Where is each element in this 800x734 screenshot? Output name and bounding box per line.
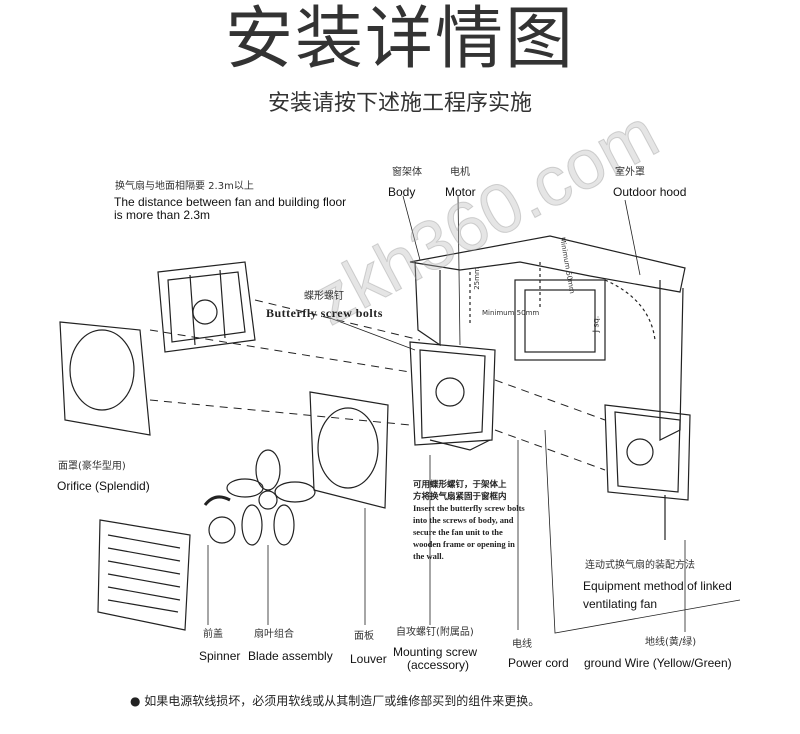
butterfly-label-en: Butterfly screw bolts [266, 306, 383, 320]
spinner-blade-drawing [203, 449, 316, 546]
louver-label-en: Louver [350, 652, 387, 666]
motor-label-cn: 电机 [450, 167, 470, 178]
linked-label-cn: 连动式换气扇的装配方法 [585, 560, 695, 571]
orifice-drawing [59, 321, 151, 436]
mounting-label-en-1: Mounting screw [393, 645, 478, 659]
install-note-en: Insert the butterfly screw bolts into th… [413, 503, 525, 561]
spinner-label-en: Spinner [199, 649, 241, 663]
louver-label-cn: 面板 [354, 631, 374, 642]
dimension-sq: J sq. [591, 315, 601, 333]
footer-note: ● 如果电源软线损坏，必须用软线或从其制造厂或维修部买到的组件来更换。 [130, 694, 541, 708]
page-subtitle: 安装请按下述施工程序实施 [267, 91, 532, 116]
dimension-25mm: 25mm [472, 267, 481, 290]
grille-drawing [97, 519, 191, 631]
ground-label-en: ground Wire (Yellow/Green) [584, 656, 732, 670]
spinner-label-cn: 前盖 [203, 629, 223, 640]
butterfly-label-cn: 蝶形螺钉 [304, 291, 344, 302]
page-title: 安装详情图 [224, 0, 575, 79]
fan-frame-left-drawing [157, 261, 256, 353]
orifice-label-en: Orifice (Splendid) [57, 479, 150, 493]
wall-frame-drawing [409, 235, 686, 441]
distance-note-cn: 换气扇与地面相隔要 2.3m以上 [115, 181, 254, 192]
motor-label-en: Motor [445, 185, 476, 199]
power-label-cn: 电线 [512, 639, 532, 650]
ground-label-cn: 地线(黄/绿) [645, 637, 697, 648]
hood-label-cn: 室外罩 [615, 167, 645, 178]
install-note-cn-1: 可用蝶形螺钉，于架体上 [413, 479, 507, 489]
power-label-en: Power cord [508, 656, 569, 670]
linked-label-en-1: Equipment method of linked [583, 579, 732, 593]
blade-label-en: Blade assembly [248, 649, 333, 663]
install-note-cn-2: 方将换气扇紧固于窗框内 [413, 491, 507, 501]
louver-drawing [309, 391, 389, 509]
blade-label-cn: 扇叶组合 [254, 629, 294, 640]
orifice-label-cn: 面罩(豪华型用) [58, 461, 126, 472]
linked-label-en-2: ventilating fan [583, 597, 658, 611]
body-label-cn: 窗架体 [392, 167, 422, 178]
distance-note-en-1: The distance between fan and building fl… [114, 195, 347, 209]
install-note: 可用蝶形螺钉，于架体上 方将换气扇紧固于窗框内 Insert the butte… [413, 478, 525, 562]
linked-fan-drawing [604, 404, 691, 540]
mounting-label-cn: 自攻螺钉(附属品) [396, 627, 474, 638]
fan-frame-center-drawing [409, 341, 496, 451]
hood-label-en: Outdoor hood [613, 185, 687, 199]
distance-note-en-2: is more than 2.3m [114, 208, 211, 222]
body-label-en: Body [388, 185, 416, 199]
mounting-label-en-2: (accessory) [407, 658, 470, 672]
dimension-min-50-side: Minimum 50mm [482, 309, 540, 317]
